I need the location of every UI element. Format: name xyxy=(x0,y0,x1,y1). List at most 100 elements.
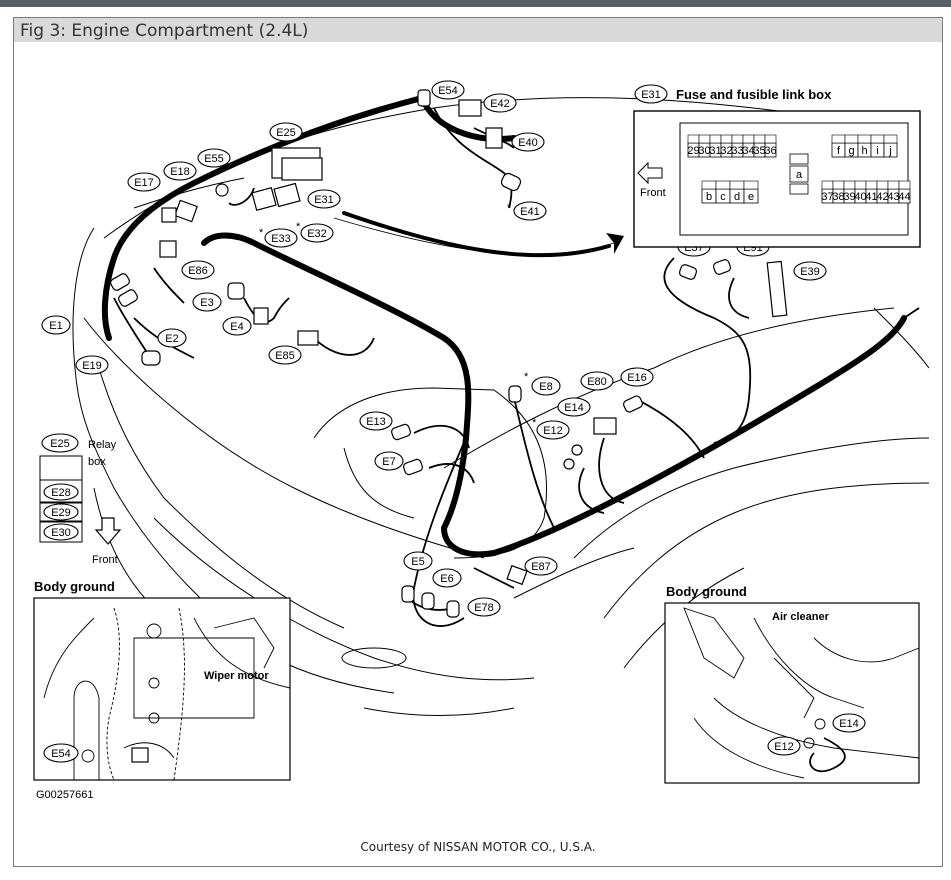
callout-e1: E1 xyxy=(41,315,71,335)
callout-e31-fusebox: E31 xyxy=(634,84,668,104)
callout-e80: E80 xyxy=(580,371,614,391)
callout-e19: E19 xyxy=(75,355,109,375)
figure-credit: Courtesy of NISSAN MOTOR CO., U.S.A. xyxy=(360,840,596,854)
relay-label-1: Relay xyxy=(88,439,117,451)
fuse-cell-top xyxy=(687,134,700,144)
svg-text:E25: E25 xyxy=(50,438,70,450)
connector-callouts: E54 E42 E40 E41 * E25 E55 E18 E17 E31 E3… xyxy=(41,80,827,617)
fuse-cell-top xyxy=(729,180,745,190)
callout-e8: E8 xyxy=(531,376,561,396)
body-ground-inset-left: Body ground Wiper motor E54 xyxy=(33,579,291,781)
svg-text:E80: E80 xyxy=(587,376,607,388)
main-wire-harness xyxy=(101,95,907,627)
svg-text:E16: E16 xyxy=(627,372,647,384)
legend-e28: E28 xyxy=(43,483,79,501)
fuse-cell-label: e xyxy=(748,191,754,203)
svg-text:E55: E55 xyxy=(204,153,224,165)
fuse-cell-label: 42 xyxy=(876,191,888,203)
figure-title: Fig 3: Engine Compartment (2.4L) xyxy=(20,21,309,41)
fuse-cell-top xyxy=(753,134,766,144)
asterisk-e8: * xyxy=(524,371,529,383)
fuse-box-title: Fuse and fusible link box xyxy=(676,87,832,102)
fuse-cell-label: 43 xyxy=(887,191,899,203)
svg-text:E5: E5 xyxy=(411,556,424,568)
svg-text:E19: E19 xyxy=(82,360,102,372)
fuse-cell-top xyxy=(865,180,878,190)
inset-left-e54: E54 xyxy=(43,743,79,763)
callout-e7: E7 xyxy=(374,451,404,471)
svg-text:E29: E29 xyxy=(51,507,71,519)
callout-e31: E31 xyxy=(307,189,341,209)
fuse-cell-top xyxy=(870,134,885,144)
callout-e5: E5 xyxy=(403,551,433,571)
svg-text:a: a xyxy=(796,169,803,181)
callout-e78: E78 xyxy=(467,597,501,617)
fuse-cell-label: 29 xyxy=(687,145,699,157)
asterisk-e32: * xyxy=(296,221,301,233)
wiper-motor-label: Wiper motor xyxy=(204,670,269,682)
fuse-cell-label: b xyxy=(706,191,712,203)
svg-text:E4: E4 xyxy=(230,321,243,333)
fuse-cell-top xyxy=(709,134,722,144)
svg-text:E14: E14 xyxy=(564,402,584,414)
fuse-cell-label: 44 xyxy=(898,191,910,203)
svg-text:E2: E2 xyxy=(165,333,178,345)
callout-e87: E87 xyxy=(524,556,558,576)
figure-code: G00257661 xyxy=(36,789,94,801)
svg-text:E7: E7 xyxy=(382,456,395,468)
fuse-cell-top xyxy=(898,180,911,190)
fuse-cell-top xyxy=(720,134,733,144)
fuse-cell-top xyxy=(831,134,846,144)
fuse-cell-top xyxy=(742,134,755,144)
air-cleaner-label: Air cleaner xyxy=(772,611,830,623)
fuse-cell-label: 41 xyxy=(865,191,877,203)
relay-box-legend: E25 Relay box E28 E29 E30 Front xyxy=(39,433,122,566)
svg-text:E14: E14 xyxy=(839,718,859,730)
fuse-cell-top xyxy=(857,134,872,144)
svg-text:E28: E28 xyxy=(51,487,71,499)
fuse-cell-top xyxy=(844,134,859,144)
fuse-cell-label: h xyxy=(861,145,867,157)
callout-e4: E4 xyxy=(222,316,252,336)
figure-header: Fig 3: Engine Compartment (2.4L) xyxy=(14,18,942,42)
svg-text:E39: E39 xyxy=(800,266,820,278)
fuse-cell-label: j xyxy=(888,145,891,157)
svg-text:E54: E54 xyxy=(51,748,71,760)
fuse-cell-top xyxy=(701,180,717,190)
callout-e42: E42 xyxy=(483,93,517,113)
callout-e41: E41 xyxy=(513,201,547,221)
callout-e12: E12 xyxy=(536,420,570,440)
svg-text:E86: E86 xyxy=(188,265,208,277)
svg-text:E33: E33 xyxy=(271,233,291,245)
window-top-bar xyxy=(0,0,951,7)
fuse-cell-label: f xyxy=(837,145,841,157)
fuse-cell-top xyxy=(731,134,744,144)
fuse-cell-label: 38 xyxy=(832,191,844,203)
svg-text:E30: E30 xyxy=(51,527,71,539)
svg-text:E85: E85 xyxy=(275,350,295,362)
callout-e6: E6 xyxy=(432,568,462,588)
legend-e30: E30 xyxy=(43,523,79,541)
fuse-cell-label: 39 xyxy=(843,191,855,203)
inset-right-e14: E14 xyxy=(832,713,866,733)
fuse-cell-top xyxy=(876,180,889,190)
fuse-cell-label: 33 xyxy=(731,145,743,157)
callout-e18: E18 xyxy=(163,161,197,181)
engine-compartment-diagram: E54 E42 E40 E41 * E25 E55 E18 E17 E31 E3… xyxy=(33,80,930,801)
fuse-cell-label: 35 xyxy=(753,145,765,157)
callout-e32: E32 xyxy=(300,223,334,243)
svg-text:E54: E54 xyxy=(438,85,458,97)
svg-text:E42: E42 xyxy=(490,98,510,110)
connector-bodies xyxy=(110,89,788,618)
fuse-cell-label: 40 xyxy=(854,191,866,203)
svg-text:Front: Front xyxy=(640,187,666,199)
branch-wires xyxy=(113,107,920,611)
callout-e25: E25 xyxy=(269,122,303,142)
fuse-cell-top xyxy=(698,134,711,144)
fuse-cell-top xyxy=(743,180,759,190)
front-arrow-fusebox: Front xyxy=(637,161,666,199)
callout-e14: E14 xyxy=(557,397,591,417)
svg-text:E6: E6 xyxy=(440,573,453,585)
